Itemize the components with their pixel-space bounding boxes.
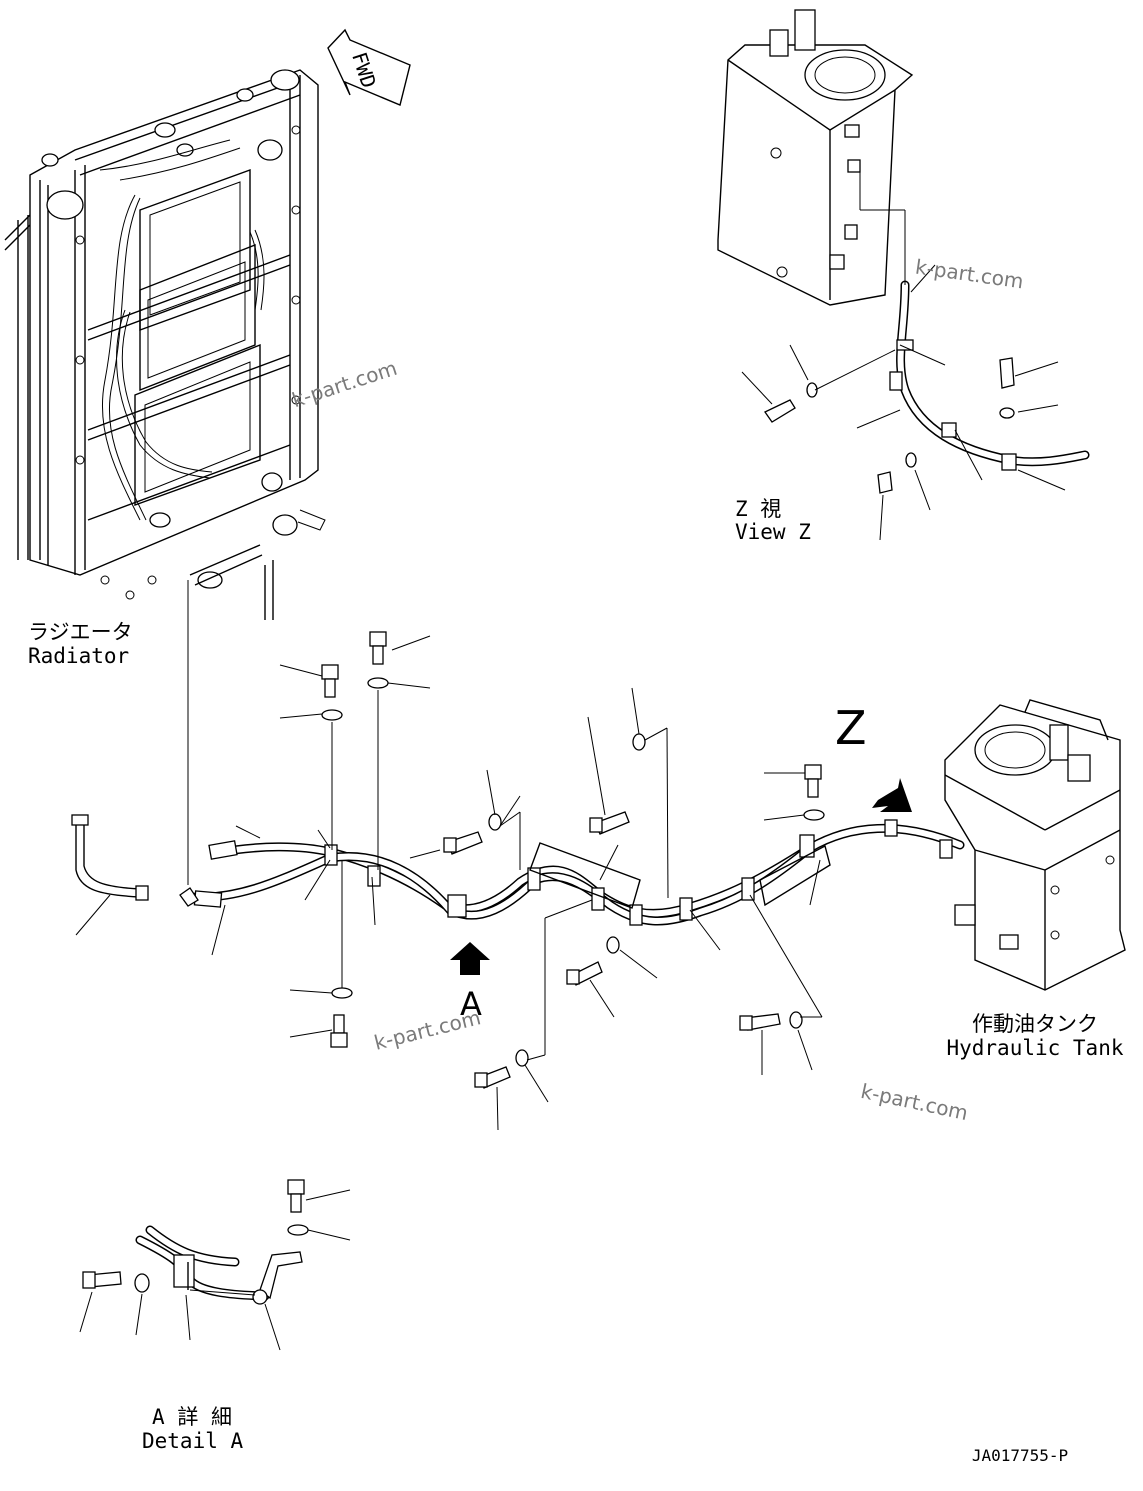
view-z-label-jp: Z 視 <box>735 497 782 521</box>
hydraulic-tank <box>944 699 1126 991</box>
detail-a <box>79 1179 351 1351</box>
left-pipe <box>71 814 149 936</box>
detail-a-arrow-icon <box>450 942 490 975</box>
view-z-label-en: View Z <box>735 520 811 544</box>
tank-label-en: Hydraulic Tank <box>946 1036 1124 1060</box>
tank-label-jp: 作動油タンク <box>972 1012 1098 1036</box>
main-hose-route <box>179 819 965 926</box>
fasteners <box>321 631 825 1089</box>
detail-a-label-en: Detail A <box>142 1429 244 1453</box>
view-z-letter: Z <box>835 701 867 755</box>
radiator-label-en: Radiator <box>28 644 130 668</box>
radiator-assembly <box>4 69 326 620</box>
fwd-arrow-icon <box>327 28 411 106</box>
drawing-number: JA017755-P <box>971 1446 1069 1465</box>
view-z-arrow-icon <box>872 778 912 812</box>
view-z-tank <box>717 9 1090 541</box>
radiator-label-jp: ラジエータ <box>28 620 133 644</box>
leader-lines <box>211 635 823 1131</box>
view-a-letter: A <box>460 985 482 1023</box>
detail-a-label-jp: A 詳 細 <box>152 1405 232 1429</box>
